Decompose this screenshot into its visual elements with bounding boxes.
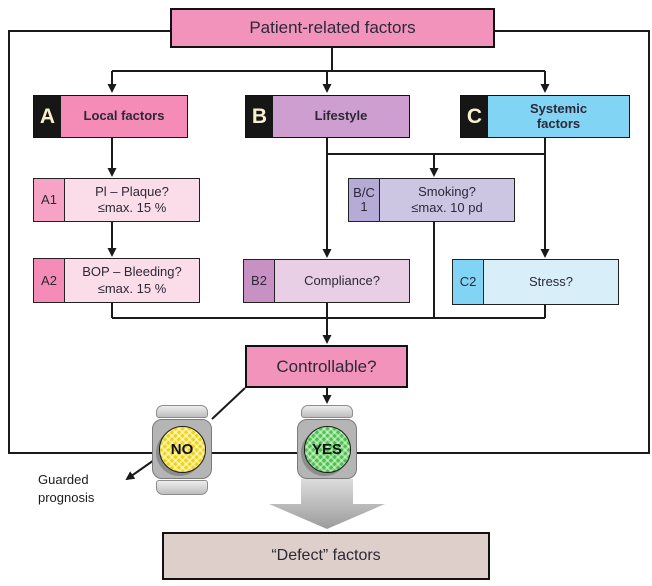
controllable-label: Controllable? bbox=[276, 356, 377, 376]
guarded-prognosis-note: Guarded prognosis bbox=[38, 472, 95, 505]
light-top-segment bbox=[301, 405, 353, 418]
defect-factors-box: “Defect” factors bbox=[162, 532, 490, 580]
light-body: YES bbox=[297, 419, 357, 479]
branch-a-label: Local factors bbox=[61, 96, 187, 137]
node-bc1-tag: B/C 1 bbox=[349, 179, 380, 221]
defect-factors-label: “Defect” factors bbox=[271, 547, 381, 564]
node-stress: C2 Stress? bbox=[452, 259, 619, 305]
node-a1-tag: A1 bbox=[34, 179, 65, 221]
light-body: NO bbox=[152, 419, 212, 479]
branch-b-letter: B bbox=[246, 96, 273, 137]
traffic-light-yes: YES bbox=[297, 405, 357, 479]
branch-lifestyle: B Lifestyle bbox=[245, 95, 410, 138]
branch-systemic-factors: C Systemic factors bbox=[460, 95, 630, 138]
node-c2-tag: C2 bbox=[453, 260, 484, 304]
node-bleeding: A2 BOP – Bleeding? ≤max. 15 % bbox=[33, 258, 200, 303]
node-bc1-text: Smoking? ≤max. 10 pd bbox=[380, 179, 514, 221]
node-b2-tag: B2 bbox=[244, 260, 275, 302]
yes-label: YES bbox=[311, 440, 342, 458]
branch-c-letter: C bbox=[461, 96, 488, 137]
traffic-light-no: NO bbox=[152, 405, 212, 495]
branch-b-label: Lifestyle bbox=[273, 96, 409, 137]
light-bottom-segment bbox=[156, 480, 208, 495]
node-b2-text: Compliance? bbox=[275, 260, 409, 302]
node-smoking: B/C 1 Smoking? ≤max. 10 pd bbox=[348, 178, 515, 222]
light-top-segment bbox=[156, 405, 208, 418]
big-down-arrow bbox=[269, 479, 385, 529]
node-a2-tag: A2 bbox=[34, 259, 65, 302]
patient-factors-label: Patient-related factors bbox=[249, 18, 416, 37]
no-label: NO bbox=[170, 440, 194, 458]
yes-signal-icon: YES bbox=[303, 425, 351, 473]
no-signal-icon: NO bbox=[158, 425, 206, 473]
node-c2-text: Stress? bbox=[484, 260, 618, 304]
branch-c-label: Systemic factors bbox=[488, 96, 629, 137]
branch-a-letter: A bbox=[34, 96, 61, 137]
node-a1-text: Pl – Plaque? ≤max. 15 % bbox=[65, 179, 199, 221]
controllable-box: Controllable? bbox=[245, 345, 408, 388]
branch-local-factors: A Local factors bbox=[33, 95, 188, 138]
node-a2-text: BOP – Bleeding? ≤max. 15 % bbox=[65, 259, 199, 302]
patient-factors-box: Patient-related factors bbox=[170, 8, 495, 48]
node-compliance: B2 Compliance? bbox=[243, 259, 410, 303]
node-plaque: A1 Pl – Plaque? ≤max. 15 % bbox=[33, 178, 200, 222]
